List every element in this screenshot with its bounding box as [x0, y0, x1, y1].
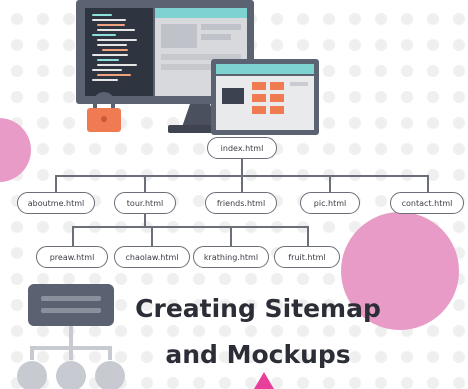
sitemap-icon: [17, 284, 125, 389]
code-pane: [85, 8, 153, 96]
pink-circle-left: [0, 118, 31, 182]
node-chaolaw: chaolaw.html: [114, 246, 190, 268]
title-line-1: Creating Sitemap: [135, 294, 381, 323]
padlock-icon: [87, 92, 121, 132]
node-contact: contact.html: [390, 192, 464, 214]
node-tour: tour.html: [114, 192, 176, 214]
monitor-stand: [182, 104, 218, 127]
pink-circle-right: [341, 212, 459, 330]
node-preaw: preaw.html: [36, 246, 108, 268]
node-krathing: krathing.html: [193, 246, 269, 268]
node-fruit: fruit.html: [274, 246, 340, 268]
pink-triangle-accent: [254, 372, 274, 389]
node-aboutme: aboutme.html: [17, 192, 95, 214]
node-index: index.html: [207, 137, 277, 159]
browser-mockup-illustration: [211, 59, 319, 135]
title-line-2: and Mockups: [165, 340, 351, 369]
monitor-illustration: [76, 0, 254, 133]
node-friends: friends.html: [205, 192, 277, 214]
node-pic: pic.html: [300, 192, 360, 214]
